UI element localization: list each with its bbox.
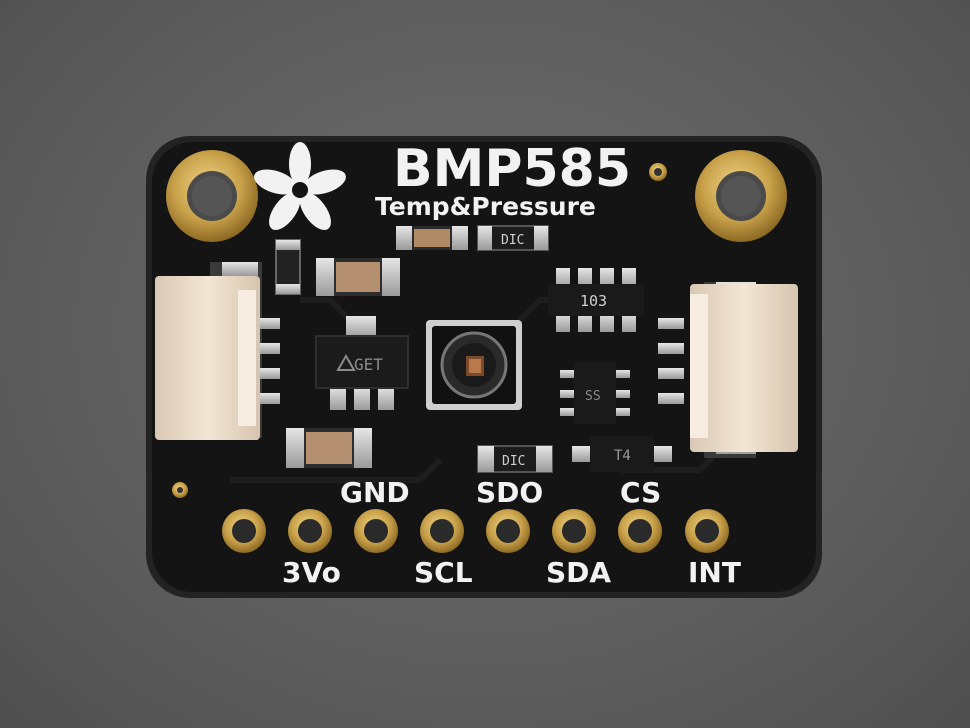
stemma-connector-right [658, 282, 798, 458]
pin-label-sda: SDA [546, 556, 611, 589]
level-shifter-ic: SS [560, 362, 630, 424]
capacitor-left-bottom [286, 428, 372, 468]
resistor-array: 103 [548, 268, 644, 332]
voltage-regulator: GET [315, 316, 409, 410]
header-pin-5 [486, 509, 530, 553]
diode-top: DIC [477, 225, 549, 251]
pin-label-cs: CS [620, 476, 661, 509]
pin-label-scl: SCL [414, 556, 473, 589]
header-pin-4 [420, 509, 464, 553]
header-pin-row [222, 509, 729, 553]
header-pin-6 [552, 509, 596, 553]
svg-text:T4: T4 [614, 448, 631, 464]
pressure-sensor-chip [426, 320, 522, 410]
svg-text:DIC: DIC [501, 233, 524, 248]
header-pin-7 [618, 509, 662, 553]
svg-text:DIC: DIC [502, 454, 525, 469]
transistor: T4 [572, 436, 672, 472]
mounting-hole-left [166, 150, 258, 242]
header-pin-3 [354, 509, 398, 553]
svg-text:GET: GET [354, 355, 383, 374]
header-pin-2 [288, 509, 332, 553]
resistor-small [275, 239, 301, 295]
pin-label-int: INT [688, 556, 741, 589]
mounting-hole-right [695, 150, 787, 242]
pin-label-gnd: GND [340, 476, 410, 509]
adafruit-flower-logo-icon [254, 142, 346, 230]
pin-label-3vo: 3Vo [282, 556, 341, 589]
board-title: BMP585 [393, 139, 631, 199]
capacitor-left-top [316, 258, 400, 296]
header-pin-8 [685, 509, 729, 553]
pin-label-sdo: SDO [476, 476, 543, 509]
board-subtitle: Temp&Pressure [375, 192, 596, 221]
capacitor-top [396, 226, 468, 250]
header-pin-1 [222, 509, 266, 553]
diode-bottom: DIC [477, 445, 553, 473]
svg-text:SS: SS [585, 389, 601, 404]
stemma-connector-left [155, 262, 280, 440]
svg-text:103: 103 [580, 292, 607, 310]
